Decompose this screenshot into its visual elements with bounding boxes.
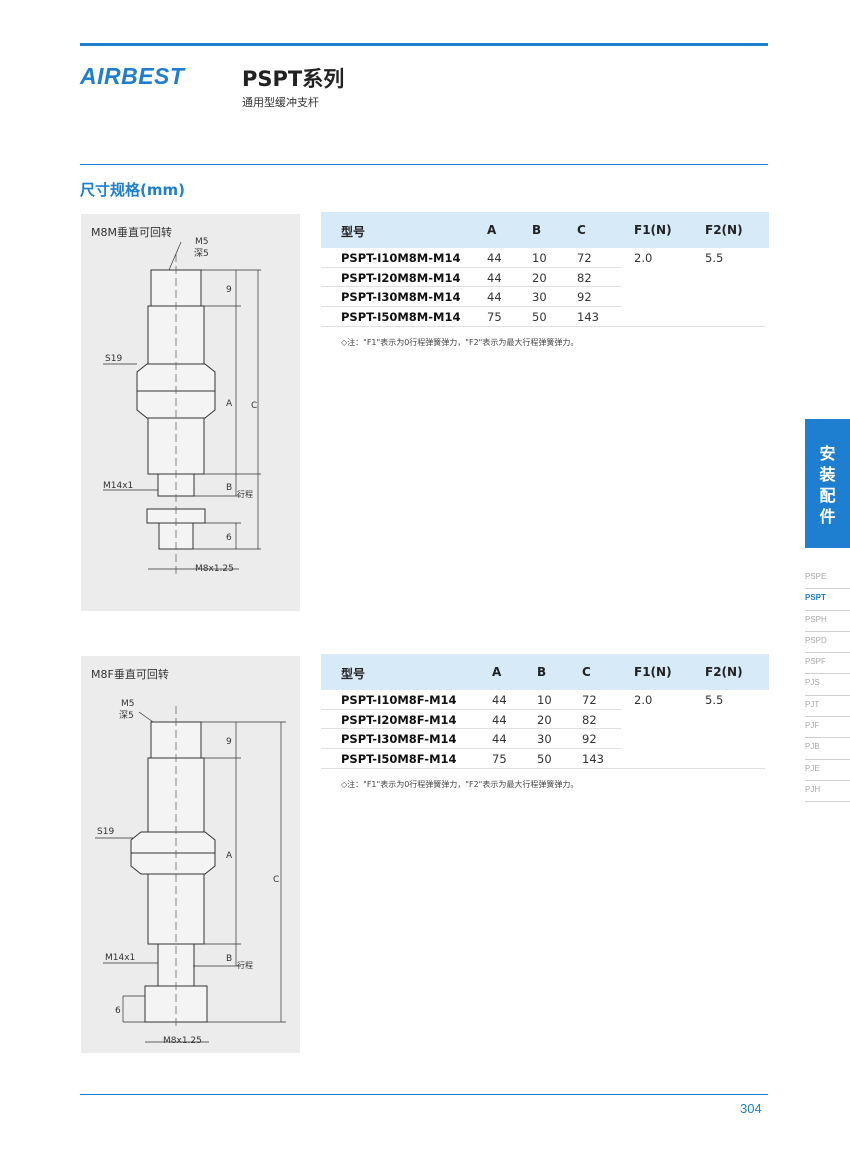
drawing-m8f-svg: M5 深5 S19 M14x1 M8x1.25 9 A C B 行程 6: [95, 699, 286, 1046]
label-dim9: 9: [226, 285, 232, 295]
side-nav-item-pjf[interactable]: PJF: [805, 717, 850, 739]
label-stroke: 行程: [237, 960, 253, 970]
header-a: A: [492, 665, 502, 679]
side-nav-item-pspd[interactable]: PSPD: [805, 632, 850, 654]
label-dim6: 6: [115, 1006, 121, 1016]
drawing-caption: M8M垂直可回转: [91, 226, 172, 239]
table-bottom-rule: [321, 768, 765, 769]
table-note: ◇注："F1"表示为0行程弹簧弹力，"F2"表示为最大行程弹簧弹力。: [341, 780, 579, 789]
side-nav: PSPE PSPT PSPH PSPD PSPF PJS PJT PJF PJB…: [805, 568, 850, 803]
table-header: 型号 A B C F1(N) F2(N): [321, 212, 769, 248]
section-rule: [80, 164, 768, 165]
label-m8: M8x1.25: [163, 1036, 202, 1046]
side-nav-item-pjt[interactable]: PJT: [805, 696, 850, 718]
brand-logo: AIRBEST: [80, 63, 185, 89]
side-nav-item-pjb[interactable]: PJB: [805, 738, 850, 760]
label-m5: M5: [121, 699, 135, 709]
series-subtitle: 通用型缓冲支杆: [242, 96, 319, 109]
table-row: PSPT-I10M8M-M14 44 10 72 2.0 5.5: [321, 248, 769, 268]
drawing-m8m: M8M垂直可回转 M5: [81, 214, 300, 611]
label-dim9: 9: [226, 737, 232, 747]
header-f1: F1(N): [634, 223, 672, 237]
side-nav-item-pje[interactable]: PJE: [805, 760, 850, 781]
side-tab-char: 件: [819, 507, 836, 526]
table-bottom-rule: [321, 326, 765, 327]
header-b: B: [537, 665, 547, 679]
side-nav-item-pspf[interactable]: PSPF: [805, 653, 850, 675]
label-m5: M5: [195, 237, 209, 247]
side-tab-char: 装: [819, 465, 836, 484]
header-f2: F2(N): [705, 665, 743, 679]
label-stroke: 行程: [237, 489, 253, 499]
table-row: PSPT-I20M8M-M14 44 20 82: [321, 268, 769, 287]
page-number: 304: [740, 1101, 762, 1116]
label-m8: M8x1.25: [195, 564, 234, 574]
table-row: PSPT-I10M8F-M14 44 10 72 2.0 5.5: [321, 690, 769, 710]
label-dim-b: B: [226, 954, 232, 964]
label-m14: M14x1: [105, 953, 135, 963]
side-nav-item-pjh[interactable]: PJH: [805, 781, 850, 803]
section-title: 尺寸规格(mm): [80, 181, 185, 199]
header-c: C: [582, 665, 591, 679]
header-model: 型号: [341, 667, 366, 681]
side-tab-char: 配: [819, 486, 836, 505]
table-row: PSPT-I50M8F-M14 75 50 143: [341, 751, 604, 766]
header-b: B: [532, 223, 542, 237]
table-row: PSPT-I30M8F-M14 44 30 92: [321, 729, 769, 749]
label-m14: M14x1: [103, 481, 133, 491]
header-f1: F1(N): [634, 665, 672, 679]
label-s19: S19: [97, 827, 114, 837]
label-dim-c: C: [251, 401, 257, 411]
header-c: C: [577, 223, 586, 237]
spec-table-m8f: 型号 A B C F1(N) F2(N) PSPT-I10M8F-M14 44 …: [321, 654, 769, 790]
table-row: PSPT-I50M8M-M14 75 50 143: [341, 309, 599, 324]
side-nav-item-psph[interactable]: PSPH: [805, 611, 850, 632]
drawing-m8m-svg: M5 深5 S19 M14x1 M8x1.25 9 A C B 行程 6: [103, 237, 261, 574]
side-category-tab[interactable]: 安 装 配 件: [805, 419, 850, 548]
side-tab-char: 安: [819, 444, 836, 463]
header-f2: F2(N): [705, 223, 743, 237]
side-nav-item-pjs[interactable]: PJS: [805, 674, 850, 696]
header-a: A: [487, 223, 497, 237]
label-s19: S19: [105, 354, 122, 364]
table-header: 型号 A B C F1(N) F2(N): [321, 654, 769, 690]
series-title: PSPT系列: [242, 67, 345, 91]
side-nav-item-pspt[interactable]: PSPT: [805, 589, 850, 611]
bottom-rule: [80, 1094, 768, 1095]
label-dim-a: A: [226, 399, 233, 409]
table-note: ◇注："F1"表示为0行程弹簧弹力，"F2"表示为最大行程弹簧弹力。: [341, 338, 579, 347]
drawing-caption: M8F垂直可回转: [91, 668, 169, 681]
side-nav-item-pspe[interactable]: PSPE: [805, 568, 850, 590]
table-row: PSPT-I20M8F-M14 44 20 82: [321, 710, 769, 729]
header-model: 型号: [341, 225, 366, 239]
label-depth: 深5: [119, 710, 134, 721]
top-rule: [80, 43, 768, 46]
label-dim-a: A: [226, 851, 233, 861]
drawing-m8f: M8F垂直可回转 M5: [81, 656, 300, 1053]
label-depth: 深5: [194, 248, 209, 259]
label-dim-b: B: [226, 483, 232, 493]
spec-table-m8m: 型号 A B C F1(N) F2(N) PSPT-I10M8M-M14 44 …: [321, 212, 769, 348]
table-row: PSPT-I30M8M-M14 44 30 92: [321, 287, 769, 307]
label-dim6: 6: [226, 533, 232, 543]
label-dim-c: C: [273, 875, 279, 885]
